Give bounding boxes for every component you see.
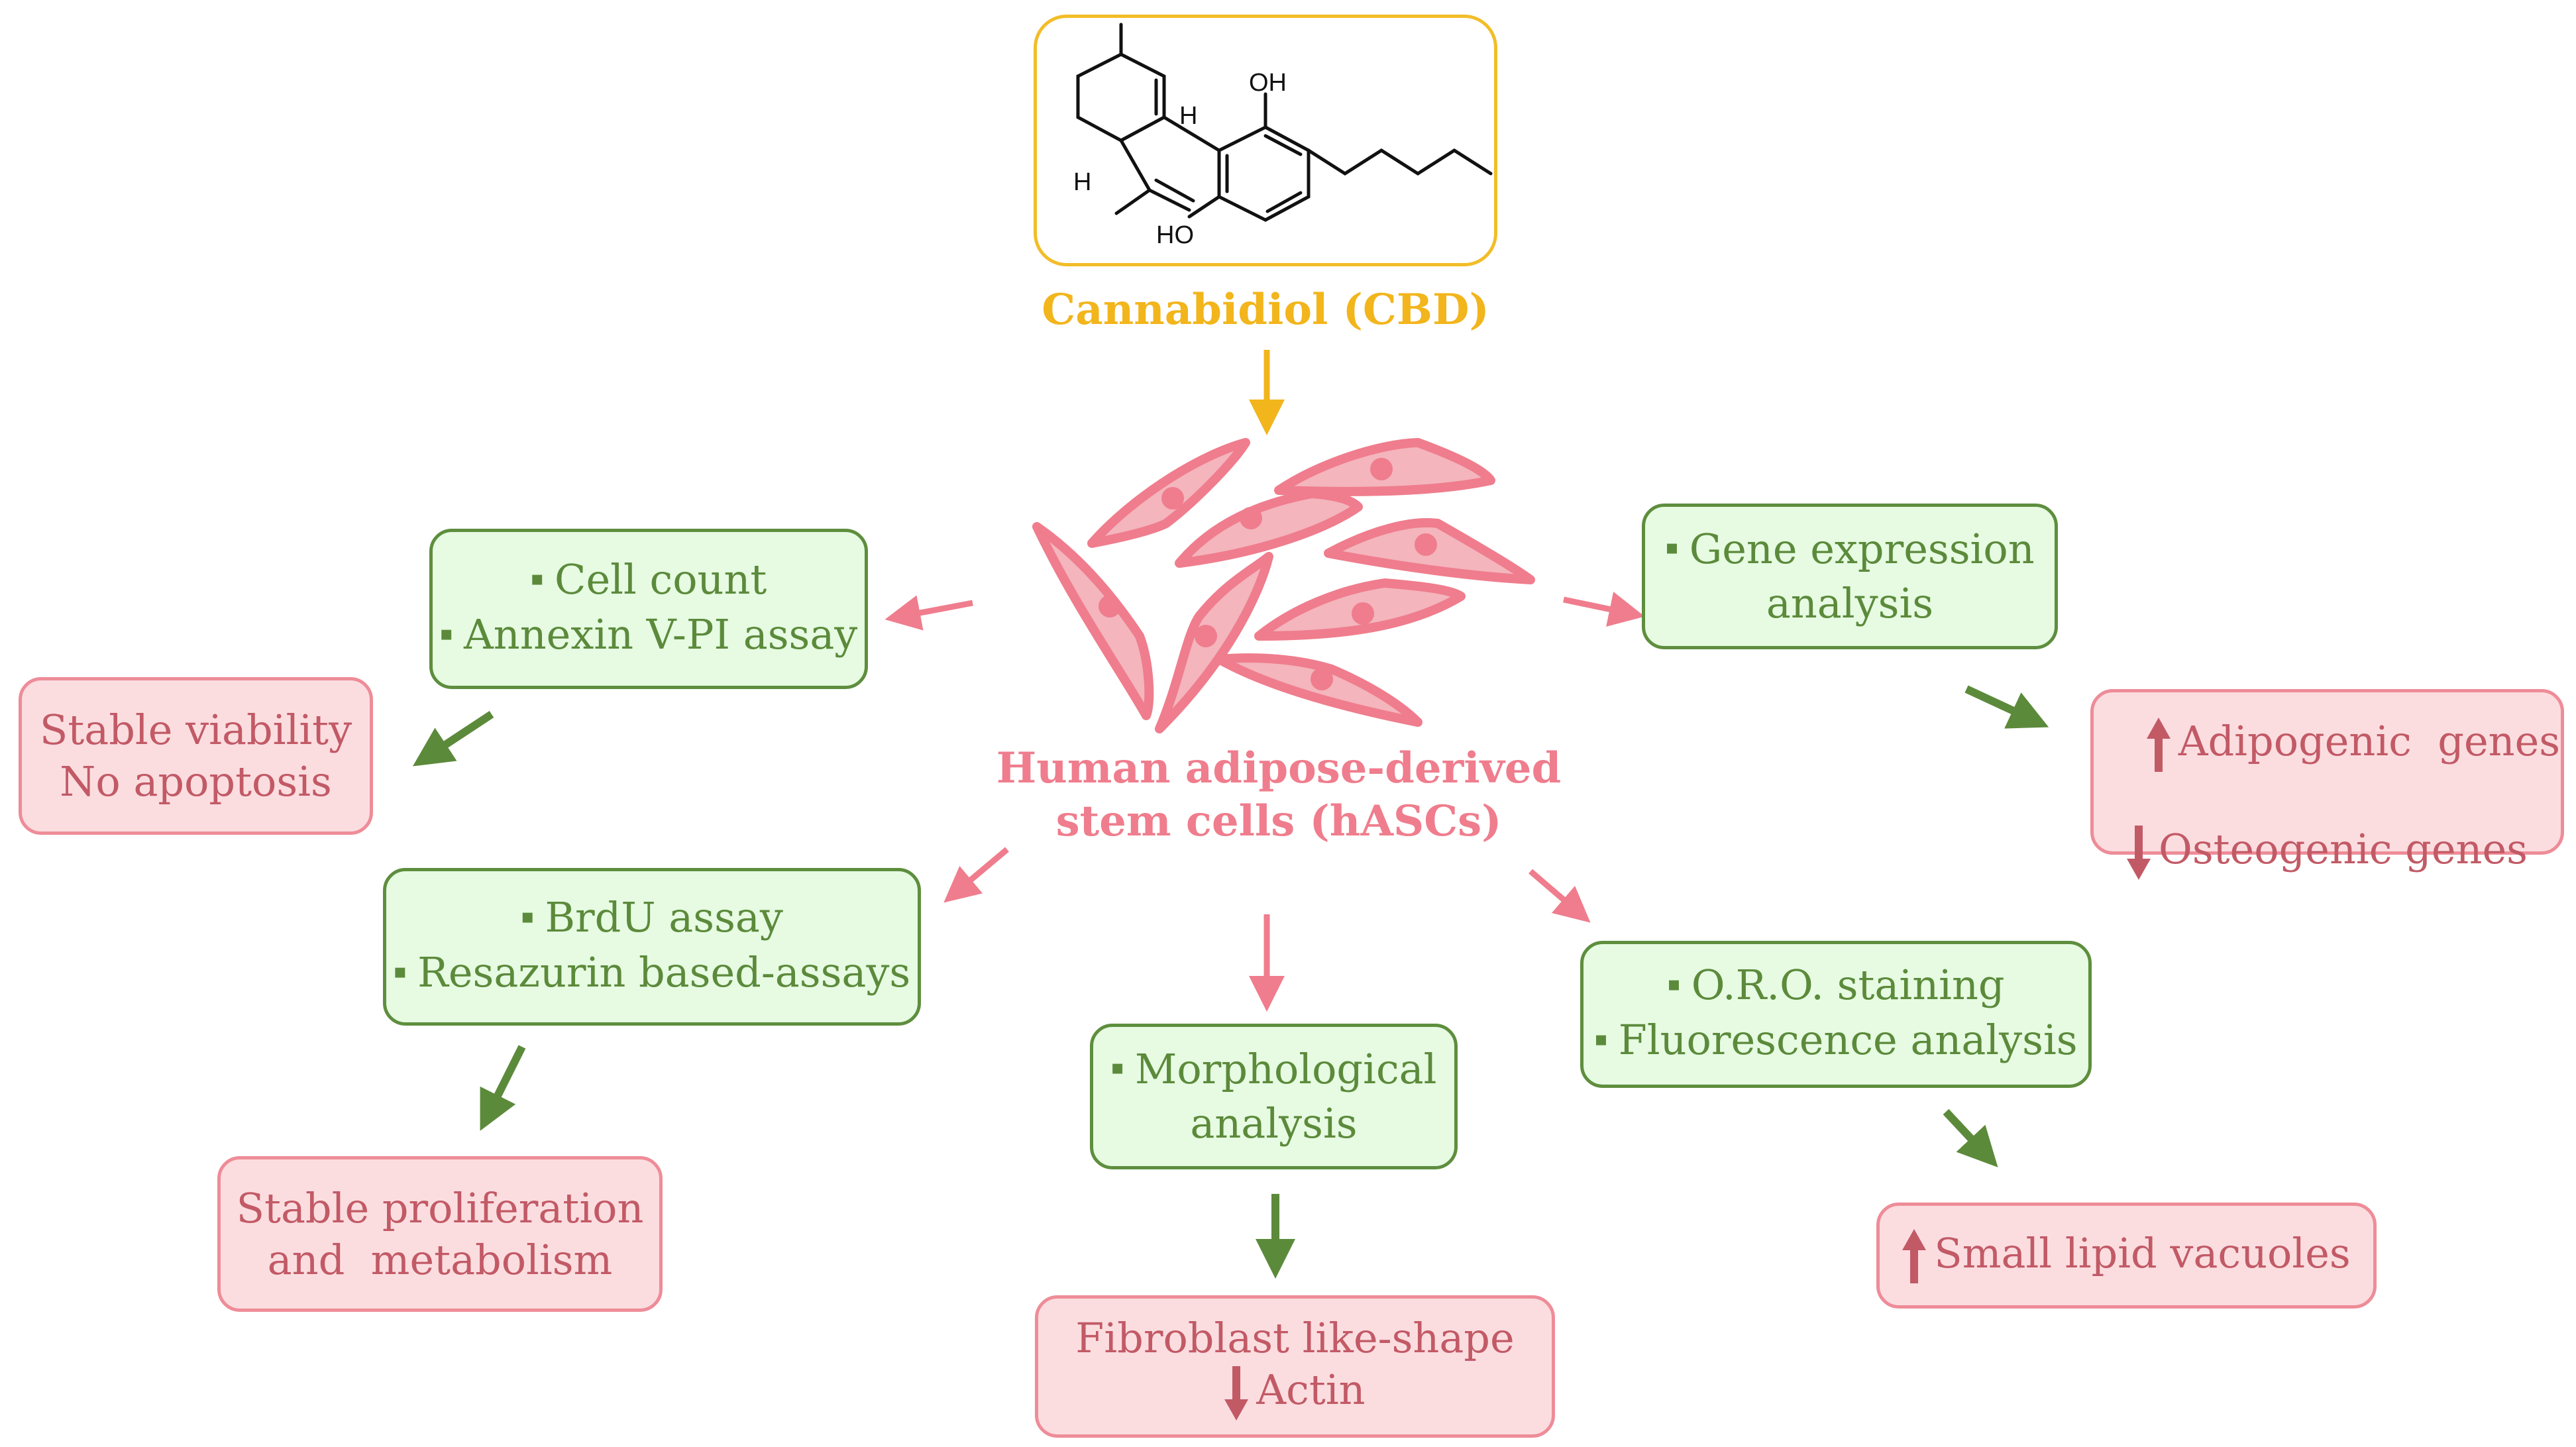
lipid-assay-line-2: Fluorescence analysis [1618,1016,2078,1064]
bullet-icon: ▪ [1665,536,1679,560]
cells-to-lipid-arrow [1529,869,1591,923]
hascs-label-line-2: stem cells (hASCs) [1055,796,1502,846]
lipid-result-arrow [1943,1108,1998,1167]
morphology-assay-box: ▪ Morphological analysis [1090,1024,1458,1169]
viability-result-arrow [412,710,494,767]
lipid-result-box: Small lipid vacuoles [1876,1203,2377,1309]
cell-nucleus [1370,458,1393,480]
bullet-icon: ▪ [393,959,407,983]
proliferation-assay-box: ▪ BrdU assay ▪ Resazurin based-assays [383,868,921,1026]
proliferation-assay-line-1: BrdU assay [545,893,783,942]
morphology-result-line-1: Fibroblast like-shape [1075,1314,1515,1363]
gene-assay-line-1: Gene expression [1689,524,2035,573]
lipid-assay-box: ▪ O.R.O. staining ▪ Fluorescence analysis [1580,941,2092,1088]
viability-assay-line-2: Annexin V-PI assay [464,610,858,659]
cell-shape [1032,522,1154,720]
arrow-down-icon [1224,1366,1249,1420]
proliferation-result-box: Stable proliferation and metabolism [217,1156,663,1312]
cell-shape [1175,489,1363,568]
bullet-icon: ▪ [1110,1056,1124,1080]
bullet-icon: ▪ [439,621,454,645]
morphology-assay-line-1: Morphological [1134,1044,1437,1093]
arrow-up-icon [2146,718,2171,772]
cell-nucleus [1415,533,1437,556]
atom-label-oh-top: OH [1249,69,1287,97]
arrow-up-icon [1902,1229,1927,1284]
cells-to-gene-arrow [1563,592,1645,627]
cbd-title: Cannabidiol (CBD) [1042,285,1489,335]
gene-assay-box: ▪ Gene expression analysis [1642,504,2058,649]
atom-label-h-upper: H [1179,102,1197,130]
lipid-result-line-1: Small lipid vacuoles [1934,1228,2351,1277]
cell-nucleus [1240,507,1262,529]
gene-result-line-2: Osteogenic genes [2159,825,2528,873]
gene-assay-line-2: analysis [1766,579,1934,628]
viability-assay-box: ▪ Cell count ▪ Annexin V-PI assay [429,529,868,689]
atom-label-h-lower: H [1073,168,1091,196]
cells-to-proliferation-arrow [943,847,1009,903]
bullet-icon: ▪ [1667,973,1681,996]
cbd-molecule-structure: OH HO H H [1073,23,1493,249]
cell-nucleus [1195,625,1217,647]
hascs-label: Human adipose-derived stem cells (hASCs) [981,742,1577,848]
cell-nucleus [1099,595,1121,617]
morphology-result-box: Fibroblast like-shape Actin [1035,1295,1555,1438]
cell-nucleus [1161,487,1184,509]
bullet-icon: ▪ [521,905,535,928]
morphology-result-line-2: Actin [1256,1366,1366,1415]
arrow-down-icon [2127,825,2151,880]
viability-result-box: Stable viability No apoptosis [19,677,373,835]
cell-shape [1214,653,1422,727]
viability-assay-line-1: Cell count [555,555,767,604]
stem-cells-illustration [1032,438,1535,733]
proliferation-assay-line-2: Resazurin based-assays [417,948,911,996]
cbd-structure-box: OH HO H H [1034,15,1497,266]
proliferation-result-line-1: Stable proliferation [236,1183,644,1232]
proliferation-result-arrow [480,1045,526,1131]
gene-result-line-1: Adipogenic genes [2178,717,2561,766]
gene-result-arrow [1964,685,2049,729]
viability-result-line-2: No apoptosis [60,757,332,806]
cell-nucleus [1311,668,1333,690]
viability-result-line-1: Stable viability [39,706,352,754]
cells-to-viability-arrow [885,595,973,631]
morphology-assay-line-2: analysis [1190,1099,1358,1148]
cell-nucleus [1352,602,1374,625]
atom-label-oh-bottom: HO [1156,221,1194,249]
hascs-label-line-1: Human adipose-derived [996,743,1562,793]
bullet-icon: ▪ [1594,1027,1608,1051]
proliferation-result-line-2: and metabolism [267,1235,613,1284]
lipid-assay-line-1: O.R.O. staining [1691,961,2005,1010]
gene-result-box: Adipogenic genes Osteogenic genes [2090,689,2564,880]
bullet-icon: ▪ [530,567,544,590]
